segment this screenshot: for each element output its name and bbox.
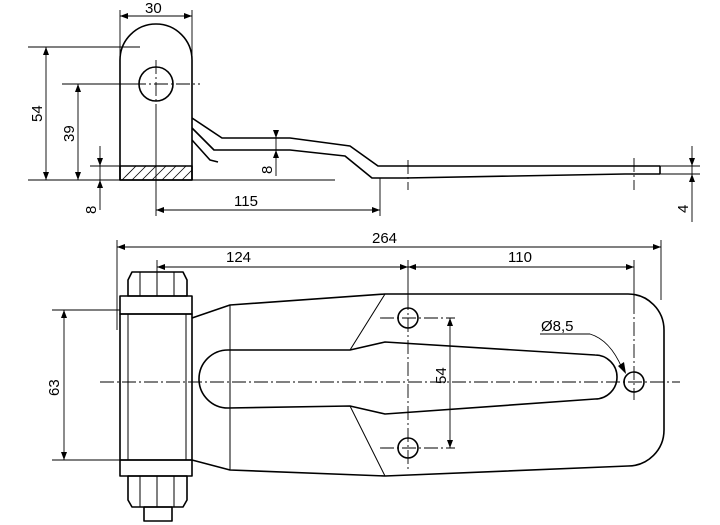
hinge-leaf-step (191, 139, 219, 163)
dim-height-54: 54 (29, 105, 46, 122)
dim-hole-spacing-54: 54 (433, 367, 450, 384)
dim-pitch-110: 110 (508, 249, 532, 266)
bottom-nut (127, 475, 188, 508)
bottom-washer (119, 459, 193, 477)
top-washer (119, 295, 193, 315)
leaf-plate (191, 293, 665, 477)
dim-hole-diameter: Ø8,5 (541, 318, 574, 335)
dim-thickness-8-left: 8 (83, 206, 100, 214)
plan-view-dimensions: 264 124 110 63 54 Ø8,5 (46, 230, 662, 461)
bolt-end (143, 506, 173, 522)
dim-tip-4: 4 (675, 205, 692, 213)
hinge-leaf-inner (191, 127, 660, 179)
side-view (28, 23, 661, 190)
dim-length-115: 115 (234, 193, 258, 210)
dim-overall-264: 264 (372, 230, 397, 247)
knuckle-barrel (119, 313, 193, 461)
leaf-slot (198, 341, 618, 415)
hinge-leaf-outer (191, 117, 660, 167)
dim-width-30: 30 (145, 0, 162, 17)
dim-thickness-8-mid: 8 (259, 166, 276, 174)
dim-height-63: 63 (46, 379, 63, 396)
base-hatching (121, 165, 193, 181)
plan-view (100, 271, 680, 522)
dim-pitch-124: 124 (226, 249, 251, 266)
side-view-dimensions: 30 54 39 8 8 115 (28, 0, 700, 222)
dim-height-39: 39 (61, 125, 78, 142)
